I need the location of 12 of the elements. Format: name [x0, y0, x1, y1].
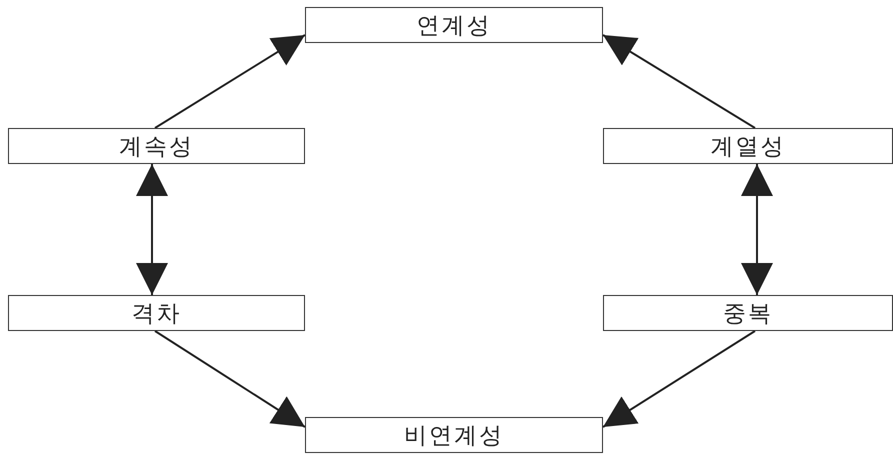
arrow: [154, 330, 306, 428]
arrow: [602, 34, 756, 129]
concept-box: 연계성: [305, 7, 603, 43]
concept-box: 계속성: [8, 128, 305, 164]
concept-box: 중복: [603, 295, 893, 331]
arrow: [154, 34, 306, 129]
concept-box: 비연계성: [305, 417, 603, 453]
arrow: [602, 330, 756, 428]
arrow: [136, 164, 168, 295]
concept-box: 계열성: [603, 128, 893, 164]
arrow: [741, 164, 773, 295]
concept-box: 격차: [8, 295, 305, 331]
